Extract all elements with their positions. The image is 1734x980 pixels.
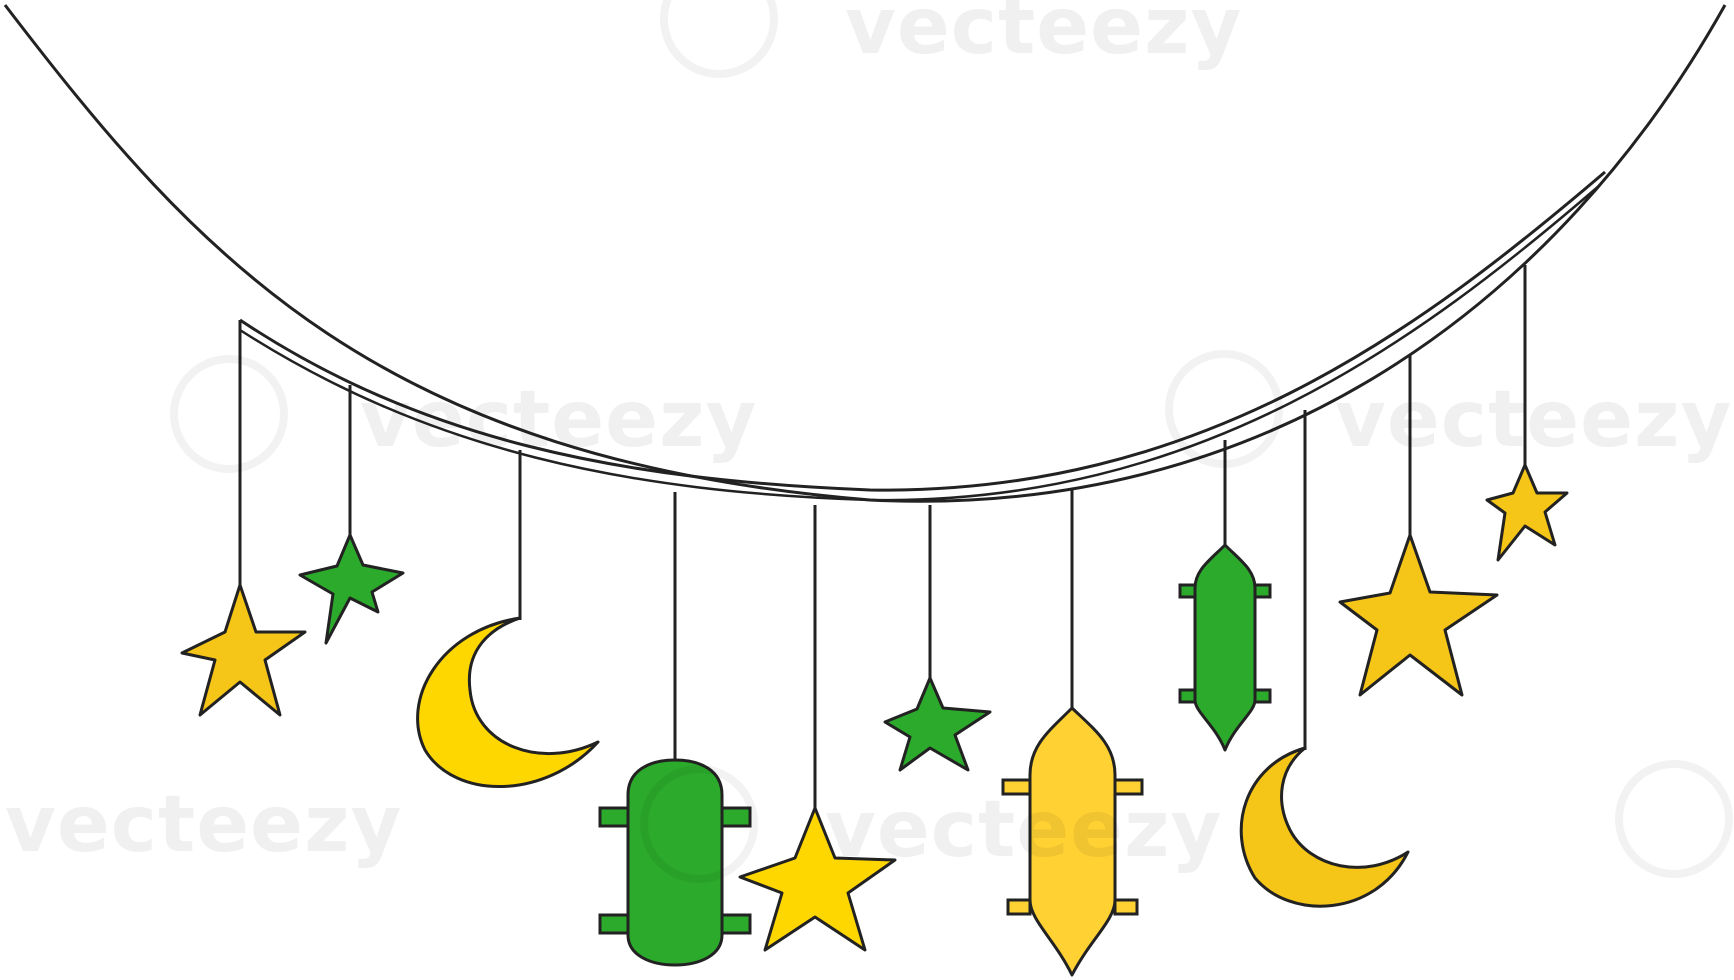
- garland-rope: [3, 4, 1727, 503]
- garland-rope-inner: [239, 170, 1606, 492]
- crescent-ornament-1: [416, 616, 600, 788]
- lantern-ornament-3: [1178, 543, 1272, 752]
- lantern-ornament-1: [598, 758, 752, 967]
- crescent-ornament-2: [1239, 746, 1410, 908]
- star-ornament-4: [883, 676, 992, 772]
- lantern-ornament-2: [1001, 706, 1144, 977]
- star-ornament-3: [738, 806, 897, 952]
- hanging-strings: [238, 265, 1527, 810]
- star-ornament-2: [298, 533, 405, 645]
- garland-rope-inner-2: [239, 184, 1601, 502]
- star-ornament-6: [1485, 463, 1569, 562]
- star-ornament-1: [180, 583, 307, 717]
- star-ornament-5: [1338, 533, 1499, 697]
